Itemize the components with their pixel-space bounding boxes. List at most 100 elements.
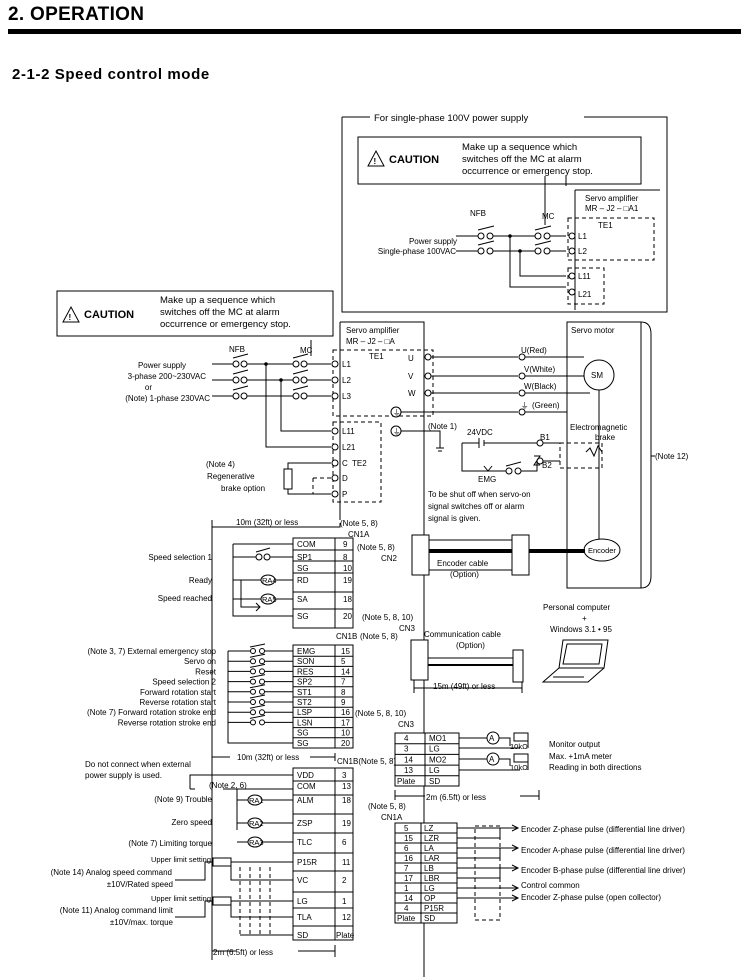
encoder-cable-option: (Option) [450,570,479,579]
relay-ra2-label: RA2 [249,819,264,828]
amp-te1: TE1 [369,352,384,361]
note-2-6: (Note 2, 6) [209,781,247,790]
main-caution-word: CAUTION [84,309,134,321]
term-l21: L21 [342,443,356,452]
inset-label: For single-phase 100V power supply [374,113,528,124]
motor-sm-text: SM [591,371,603,380]
cn3-pin-number: 3 [404,745,409,754]
note12: (Note 12) [655,452,689,461]
main-power-section: ! CAUTION Make up a sequence which switc… [56,290,689,977]
cn1a-pin-number: 8 [343,553,348,562]
cn3-pin-name: LG [429,766,440,775]
page-title: 2. OPERATION [8,4,145,25]
term-l2: L2 [342,376,351,385]
wire-v-white: V(White) [524,365,555,374]
term-l1: L1 [342,360,351,369]
out-z-phase-diff: Encoder Z-phase pulse (differential line… [521,825,685,834]
cn1a-bot-pin-name: SD [424,914,435,923]
cn1b-pin-number: 20 [341,739,350,748]
resistor-1-label: 10kΩ [510,742,528,751]
cn1b-out-pin-number: 11 [342,858,351,867]
cn1a-bot-pin-number: 14 [404,894,413,903]
monitor-meter: Max. +1mA meter [549,752,612,761]
cn1a-pin-name: RD [297,576,309,585]
amp-title: Servo amplifier [346,326,400,335]
term-w: W [408,389,416,398]
pc-connector [512,649,524,683]
cn1b-pin-number: 17 [341,718,350,727]
cn1b-input-label: Reverse rotation start [140,698,217,707]
servo-motor-label: Servo motor [571,326,615,335]
cn3-pin-name: SD [429,777,440,786]
cn1b-pin-name: EMG [297,647,315,656]
cn2-label: CN2 [381,554,398,563]
cn3-distance: 15m (49ft) or less [433,682,495,691]
dnc-line-1: Do not connect when external [85,760,191,769]
cn1b-out-pin-number: Plate [336,931,355,940]
cn1a-bot-pin-name: LB [424,864,434,873]
cn1b-out-pin-name: ZSP [297,819,313,828]
cn1b-out-pin-number: 1 [342,897,347,906]
cn1a-pin-name: SG [297,564,309,573]
cn3-pin-number: 14 [404,755,413,764]
cn1b-output-table [292,767,354,941]
cn1b-out-pin-number: 3 [342,771,347,780]
cn1a-bot-pin-number: 7 [404,864,409,873]
wire-w-black: W(Black) [524,382,557,391]
cn1b-out-pin-name: COM [297,782,316,791]
inset-supply-1: Power supply [409,237,457,246]
cn1b-distance-2: 2m (6.5ft) or less [213,948,273,957]
out-a-phase-diff: Encoder A-phase pulse (differential line… [521,846,685,855]
cn2-connector [411,534,430,576]
label-speed-selection-1: Speed selection 1 [148,553,212,562]
mc-contacts [292,340,312,400]
pc-os: Windows 3.1 • 95 [550,625,612,634]
cn3-note: (Note 5, 8, 10) [362,613,413,622]
cn1a-pin-number: 18 [343,595,352,604]
single-phase-inset: For single-phase 100V power supply ! CAU… [341,113,668,313]
cn1b-pin-number: 16 [341,708,350,717]
cn1b-pin-number: 14 [341,667,350,676]
term-te2: TE2 [352,459,367,468]
cn1b-pin-name: LSN [297,718,313,727]
dnc-line-2: power supply is used. [85,771,162,780]
note1: (Note 1) [428,422,457,431]
cn1b-label: CN1B [336,632,357,641]
cn1a-pin-name: SP1 [297,553,313,562]
inset-amp-title: Servo amplifier [585,194,639,203]
main-caution-line-3: occurrence or emergency stop. [160,319,291,330]
out-b-phase-diff: Encoder B-phase pulse (differential line… [521,866,686,875]
cn3-pin-name: MO2 [429,755,447,764]
cn1b-out-pin-name: LG [297,897,308,906]
cn2-note: (Note 5, 8) [357,543,395,552]
cn1a-bot-pin-number: Plate [397,914,416,923]
cn1a-bot-pin-number: 6 [404,844,409,853]
cn1a-bot-pin-number: 15 [404,834,413,843]
main-nfb: NFB [229,345,245,354]
cn1b-out-pin-number: 2 [342,876,347,885]
label-upper-limit-1: Upper limit setting [151,855,211,864]
relay-ra4 [260,574,276,586]
cn1b-pin-number: 5 [341,657,346,666]
cn1b-out-pin-number: 18 [342,796,351,805]
cn1b-pin-number: 8 [341,688,346,697]
inset-caution-line-2: switches off the MC at alarm [462,154,582,165]
cn1b-input-label: (Note 7) Forward rotation stroke end [87,708,216,717]
shut-line-1: To be shut off when servo-on [428,490,531,499]
inset-supply-2: Single-phase 100VAC [378,247,456,256]
cn1a-table [292,537,354,629]
cn1b-pin-name: LSP [297,708,312,717]
cn1b-out-pin-name: ALM [297,796,314,805]
main-caution-line-2: switches off the MC at alarm [160,307,280,318]
inset-caution-box [357,136,642,185]
label-speed-reached: Speed reached [158,594,212,603]
cn1b-vdd-note: CN1B(Note 5, 8) [337,757,396,766]
cn1b-out-pin-name: P15R [297,858,317,867]
label-rated-speed: ±10V/Rated speed [107,880,173,889]
cn3b-label-inline: CN3 [398,720,415,729]
amp-model: MR – J2 – □A [346,337,396,346]
main-caution-line-1: Make up a sequence which [160,295,275,306]
main-mc: MC [300,346,313,355]
